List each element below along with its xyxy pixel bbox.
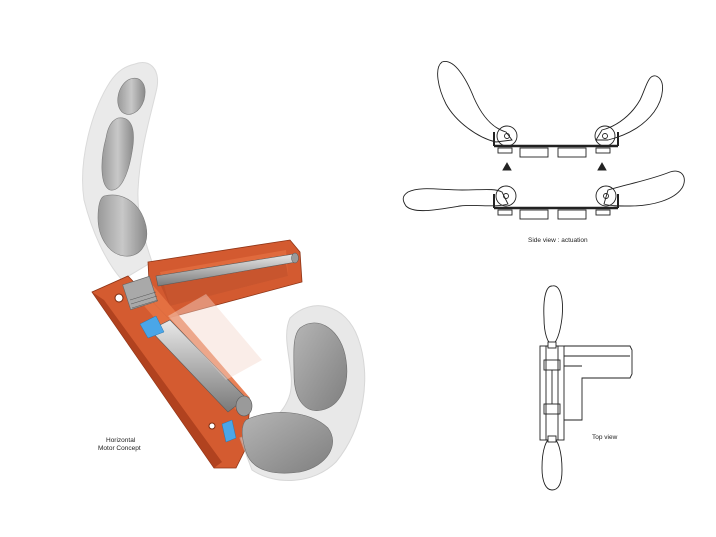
top-view-drawing bbox=[539, 285, 633, 491]
top-upper-finger bbox=[543, 285, 563, 345]
side-bottom-right-wheel bbox=[595, 185, 617, 207]
concept-render bbox=[82, 62, 366, 481]
lower-finger-tip bbox=[241, 412, 333, 474]
side-top-left-finger bbox=[437, 61, 513, 143]
upper-finger-tip bbox=[117, 78, 146, 115]
orange-channel-shadow bbox=[160, 262, 288, 306]
top-lower-finger bbox=[541, 437, 563, 491]
lower-finger-pad bbox=[293, 322, 348, 411]
side-bottom-left-finger bbox=[402, 188, 509, 212]
side-view-caption: Side view : actuation bbox=[528, 237, 588, 244]
concept-caption-line1: Horizontal bbox=[106, 437, 136, 444]
concept-caption-line2: Motor Concept bbox=[98, 445, 141, 452]
upper-finger-segment-mid bbox=[101, 117, 134, 191]
orange-arm-edge bbox=[92, 292, 222, 468]
side-bottom-right-finger bbox=[603, 170, 685, 207]
side-view-drawing bbox=[402, 61, 685, 220]
concept-caption: Horizontal Motor Concept bbox=[98, 437, 141, 453]
motor-blue-upper bbox=[139, 315, 165, 339]
pivot-hole-lower bbox=[208, 422, 216, 430]
motor-blue-lower bbox=[221, 419, 237, 443]
top-body-horizontal bbox=[564, 345, 633, 421]
screw-cover bbox=[168, 294, 262, 380]
actuation-arrow-right bbox=[597, 162, 607, 171]
rod-end-cap bbox=[291, 252, 299, 264]
pivot-hole-upper bbox=[114, 293, 124, 303]
side-bottom-left-wheel bbox=[495, 185, 517, 207]
gear-teeth bbox=[129, 291, 159, 309]
actuation-arrow-left bbox=[502, 162, 512, 171]
side-top-right-finger bbox=[595, 75, 663, 141]
upper-finger-segment-base bbox=[97, 194, 148, 257]
side-top-left-wheel bbox=[496, 125, 518, 147]
top-view-caption: Top view bbox=[592, 434, 618, 441]
gear-block bbox=[122, 275, 158, 311]
lower-finger-joint bbox=[235, 395, 253, 417]
